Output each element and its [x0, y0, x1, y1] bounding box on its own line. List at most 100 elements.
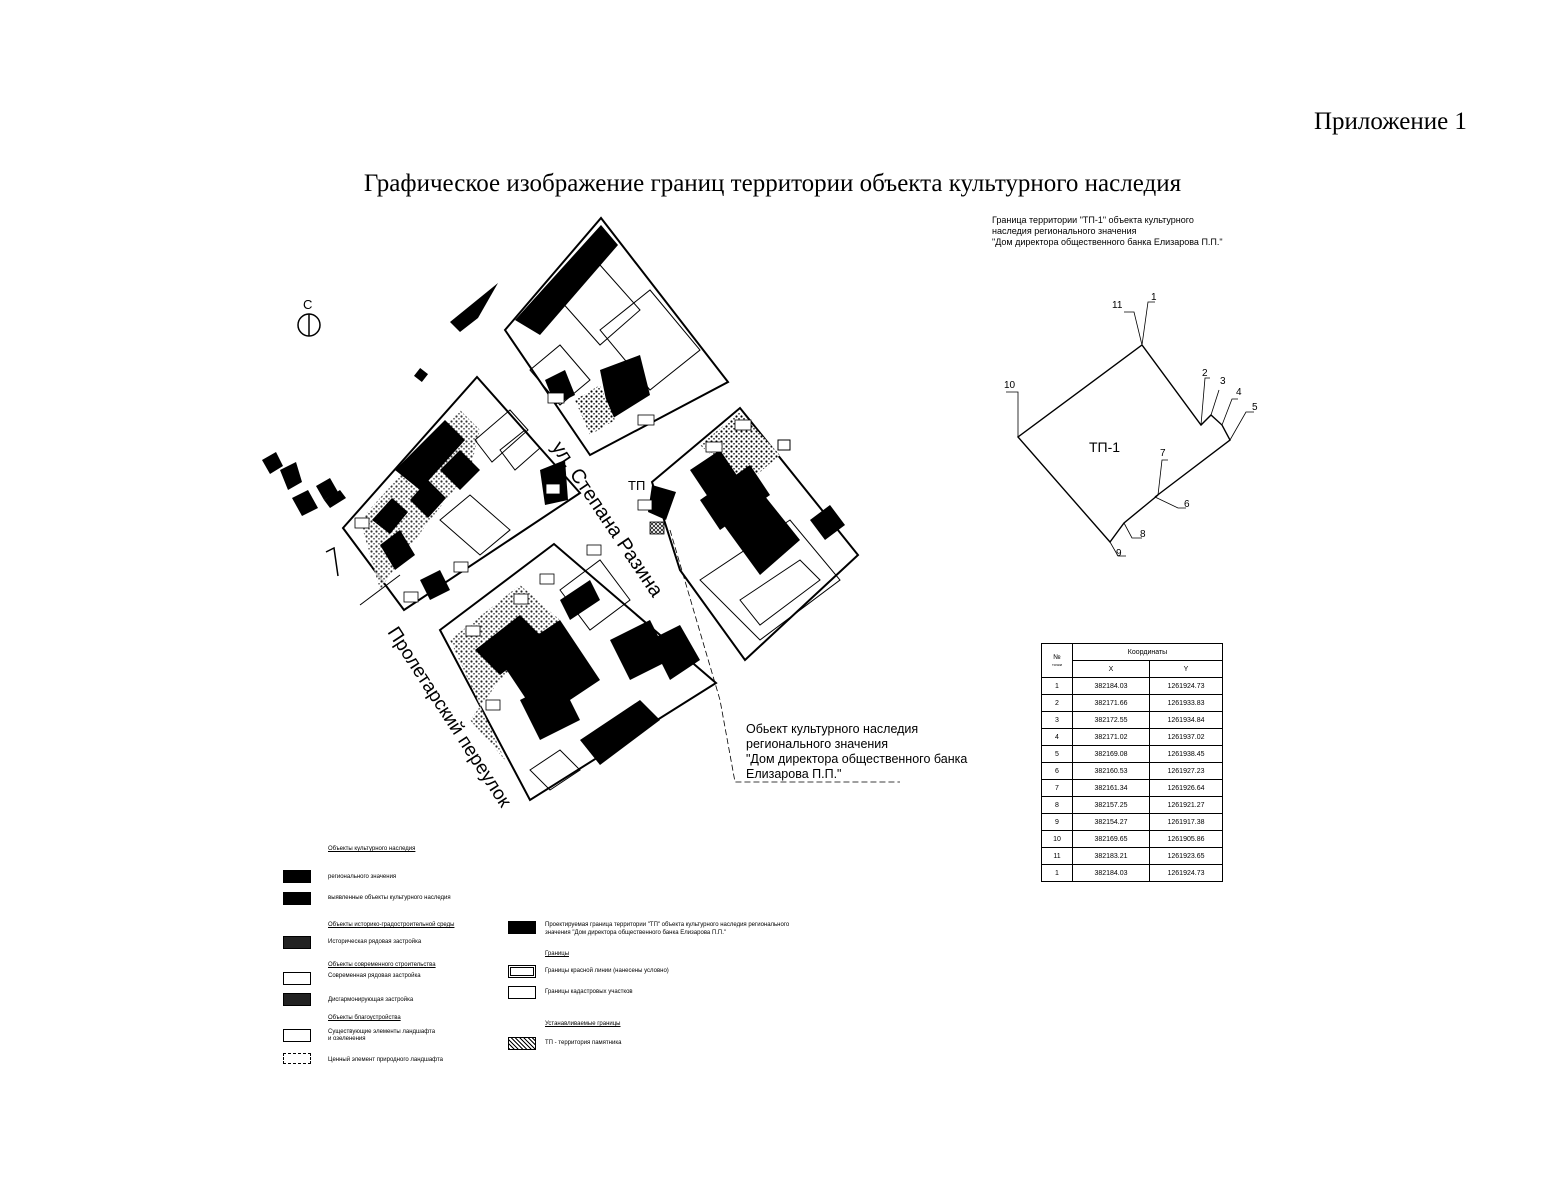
header-x: X — [1072, 660, 1150, 678]
header-coordinates: Координаты — [1072, 643, 1223, 661]
cell-x: 382171.02 — [1072, 728, 1150, 746]
cell-n: 10 — [1041, 830, 1073, 848]
cell-y: 1261937.02 — [1149, 728, 1223, 746]
cell-y: 1261934.84 — [1149, 711, 1223, 729]
cell-x: 382157.25 — [1072, 796, 1150, 814]
legend-swatch-projected — [508, 921, 536, 934]
legend-swatch-modern — [283, 972, 311, 985]
cell-n: 1 — [1041, 864, 1073, 882]
cell-n: 5 — [1041, 745, 1073, 763]
legend-swatch-tp — [508, 1037, 536, 1050]
cell-y: 1261924.73 — [1149, 677, 1223, 695]
cell-n: 9 — [1041, 813, 1073, 831]
block-east: ТП — [628, 406, 860, 662]
cell-x: 382160.53 — [1072, 762, 1150, 780]
cell-n: 2 — [1041, 694, 1073, 712]
cell-x: 382172.55 — [1072, 711, 1150, 729]
tp-label: ТП — [628, 478, 645, 493]
cell-n: 6 — [1041, 762, 1073, 780]
heritage-object-caption: Обьект культурного наследия региональног… — [746, 722, 968, 781]
cell-x: 382184.03 — [1072, 864, 1150, 882]
cell-y: 1261905.86 — [1149, 830, 1223, 848]
legend-swatch-historic — [283, 936, 311, 949]
legend-heading-historic: Объекты историко-градостроительной среды — [328, 922, 455, 928]
header-y: Y — [1149, 660, 1223, 678]
svg-text:1: 1 — [1151, 292, 1157, 303]
svg-text:9: 9 — [1116, 548, 1122, 559]
legend-swatch-landscape — [283, 1029, 311, 1042]
cell-n: 4 — [1041, 728, 1073, 746]
legend-swatch-red-line — [508, 965, 536, 978]
boundary-point-labels: 1 2 3 4 5 6 7 8 9 10 11 — [1004, 292, 1258, 559]
cell-y: 1261924.73 — [1149, 864, 1223, 882]
cell-n: 1 — [1041, 677, 1073, 695]
tp1-caption: Граница территории "ТП-1" объекта культу… — [992, 215, 1223, 247]
cell-x: 382161.34 — [1072, 779, 1150, 797]
cell-x: 382183.21 — [1072, 847, 1150, 865]
legend-swatch-valuable-landscape — [283, 1053, 311, 1064]
tp-object — [648, 485, 676, 520]
building — [450, 283, 498, 332]
map-legend: Объекты культурного наследия регионально… — [283, 844, 843, 1074]
block-southwest — [438, 542, 718, 802]
legend-heading-established: Устанавливаемые границы — [545, 1021, 621, 1027]
legend-heading-heritage: Объекты культурного наследия — [328, 846, 416, 852]
cell-n: 11 — [1041, 847, 1073, 865]
tp1-boundary-diagram: ТП-1 1 2 3 4 5 6 7 8 9 10 11 — [1004, 292, 1258, 559]
building — [413, 367, 429, 383]
block-northwest — [341, 375, 582, 612]
cell-y: 1261927.23 — [1149, 762, 1223, 780]
legend-swatch-disharmonious — [283, 993, 311, 1006]
tp1-label: ТП-1 — [1089, 439, 1120, 455]
cell-x: 382184.03 — [1072, 677, 1150, 695]
cell-y: 1261938.45 — [1149, 745, 1223, 763]
cell-y: 1261926.64 — [1149, 779, 1223, 797]
building-cluster — [262, 452, 346, 516]
cell-x: 382169.65 — [1072, 830, 1150, 848]
cell-y: 1261921.27 — [1149, 796, 1223, 814]
cell-y: 1261917.38 — [1149, 813, 1223, 831]
svg-text:7: 7 — [1160, 448, 1166, 459]
cell-n: 3 — [1041, 711, 1073, 729]
cell-y: 1261923.65 — [1149, 847, 1223, 865]
legend-swatch-regional — [283, 870, 311, 883]
cell-n: 8 — [1041, 796, 1073, 814]
legend-swatch-cadastral — [508, 986, 536, 999]
north-arrow-icon: С — [297, 297, 321, 337]
cell-x: 382154.27 — [1072, 813, 1150, 831]
svg-text:2: 2 — [1202, 368, 1208, 379]
north-label: С — [303, 297, 312, 312]
svg-text:3: 3 — [1220, 376, 1226, 387]
legend-heading-landscape: Объекты благоустройства — [328, 1015, 401, 1021]
appendix-label: Приложение 1 — [1314, 108, 1467, 135]
svg-text:4: 4 — [1236, 387, 1242, 398]
svg-text:10: 10 — [1004, 380, 1016, 391]
legend-swatch-identified — [283, 892, 311, 905]
cell-n: 7 — [1041, 779, 1073, 797]
svg-text:11: 11 — [1112, 300, 1123, 311]
block-north — [503, 216, 730, 457]
cell-y: 1261933.83 — [1149, 694, 1223, 712]
cell-x: 382171.66 — [1072, 694, 1150, 712]
svg-text:8: 8 — [1140, 529, 1146, 540]
page-title: Графическое изображение границ территори… — [363, 170, 1182, 197]
cell-x: 382169.08 — [1072, 745, 1150, 763]
svg-text:5: 5 — [1252, 402, 1258, 413]
svg-text:6: 6 — [1184, 499, 1190, 510]
legend-heading-modern: Объекты современного строительства — [328, 962, 436, 968]
